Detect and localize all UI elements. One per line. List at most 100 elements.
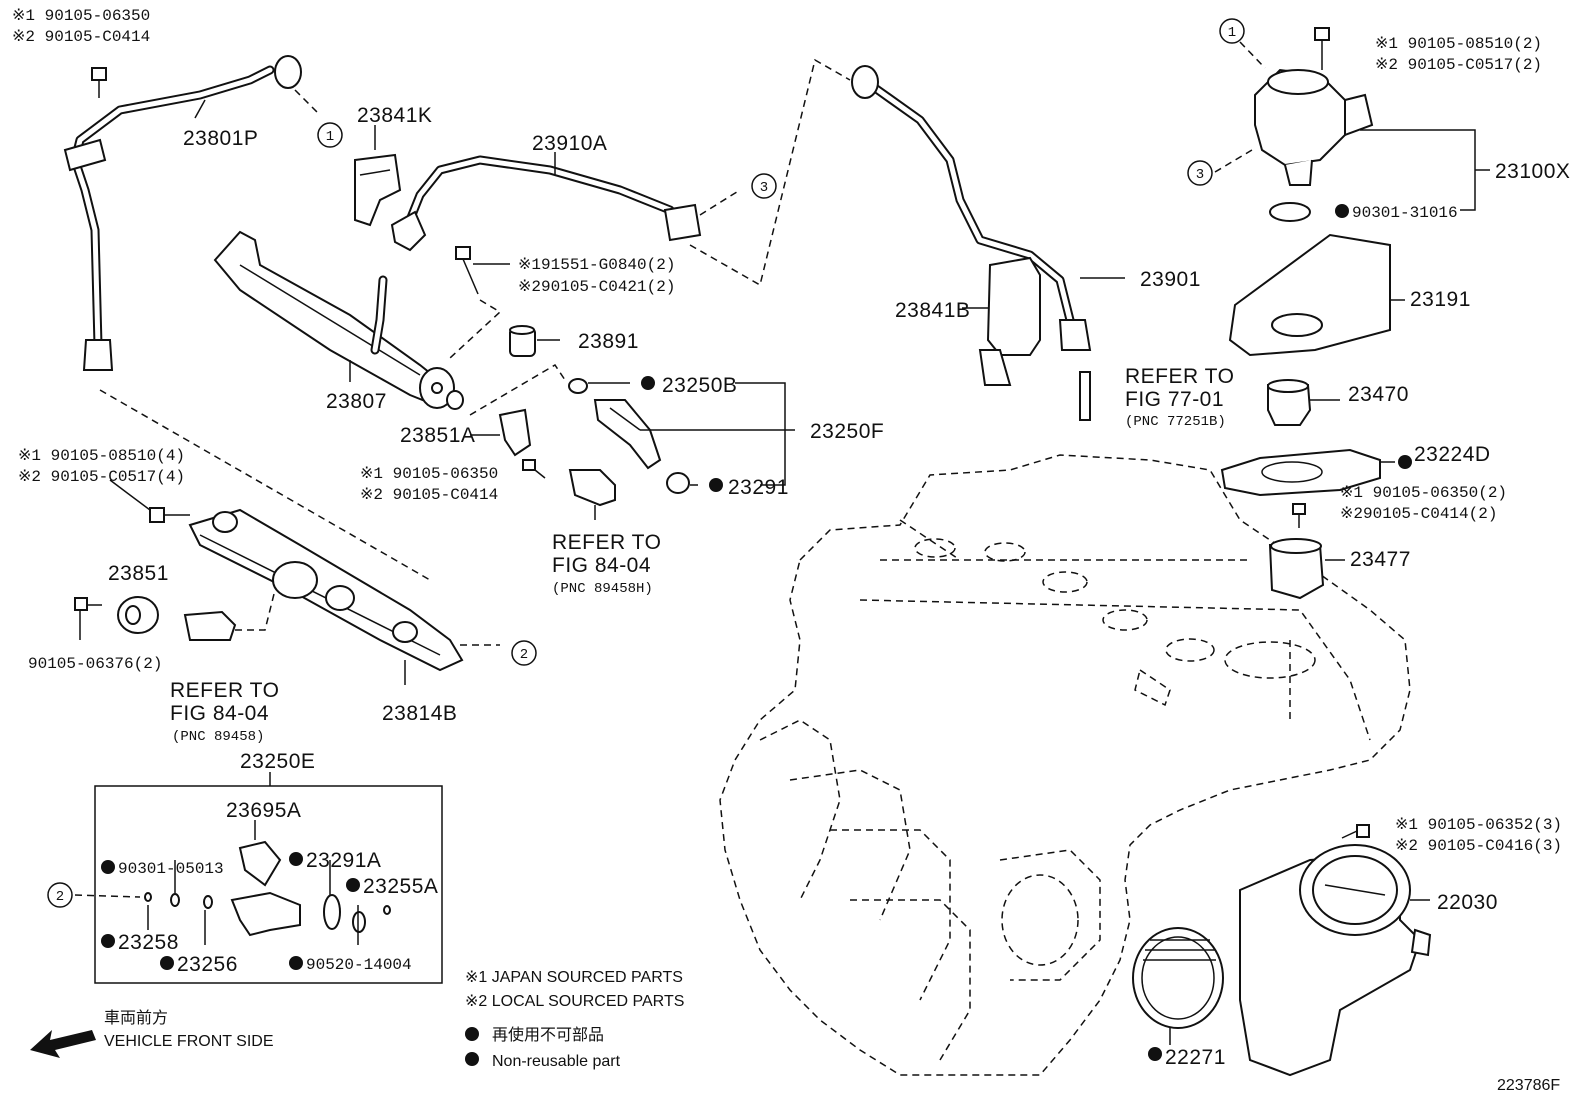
part-label-23224D: 23224D <box>1414 443 1491 466</box>
fastener-label: ※1 90105-08510(4) <box>18 447 185 465</box>
part-label-23891: 23891 <box>578 330 639 353</box>
part-label-23477: 23477 <box>1350 548 1411 571</box>
fastener-label: ※191551-G0840(2) <box>518 256 675 274</box>
sensor-23841B <box>978 256 1041 386</box>
fastener-label: ※290105-C0421(2) <box>518 278 675 296</box>
part-label-23841K: 23841K <box>357 104 432 127</box>
refer-label: FIG 84-04 <box>170 702 269 725</box>
refer-label: (PNC 89458) <box>172 729 264 745</box>
part-label-23851A: 23851A <box>400 424 475 447</box>
injector-23250F <box>568 378 690 494</box>
part-label-90520-14004: 90520-14004 <box>306 956 412 974</box>
hose-23910A <box>390 155 702 252</box>
callout-2-kit: 2 <box>47 882 73 908</box>
part-label-90301-05013: 90301-05013 <box>118 860 224 878</box>
bolt-throttle <box>1341 824 1370 839</box>
vehicle-front-arrow-icon <box>30 1030 96 1058</box>
part-label-22271: 22271 <box>1165 1046 1226 1069</box>
part-label-23256: 23256 <box>177 953 238 976</box>
part-label-23801P: 23801P <box>183 127 258 150</box>
bolt-right-middle <box>1292 503 1306 528</box>
fastener-label: ※1 90105-08510(2) <box>1375 35 1542 53</box>
fastener-label: ※2 90105-C0517(2) <box>1375 56 1542 74</box>
part-23851 <box>117 596 159 634</box>
fuel-pump-23100X <box>1254 68 1374 186</box>
gasket-22271 <box>1132 927 1224 1029</box>
legend-non-reusable-en: Non-reusable part <box>492 1053 621 1070</box>
bolt-center-lower <box>522 459 546 479</box>
fastener-label: ※2 90105-C0414 <box>12 28 150 46</box>
bracket-23851A <box>498 408 532 457</box>
refer-label: (PNC 77251B) <box>1125 414 1226 430</box>
bracket-23191 <box>1228 233 1391 357</box>
part-label-23841B: 23841B <box>895 299 970 322</box>
fuel-rail-23814B <box>188 508 464 672</box>
bolt-top-left <box>91 67 107 98</box>
part-label-23291A: 23291A <box>306 849 381 872</box>
callout-1-pump: 1 <box>1219 18 1245 44</box>
collar-23891 <box>509 325 536 357</box>
throttle-body-22030 <box>1239 844 1432 1077</box>
sensor-89458 <box>183 610 237 641</box>
part-label-90301-31016: 90301-31016 <box>1352 204 1458 222</box>
refer-label: REFER TO <box>552 531 661 554</box>
part-label-23910A: 23910A <box>532 132 607 155</box>
kit-box-23250E <box>94 785 443 984</box>
part-label-23250F: 23250F <box>810 420 884 443</box>
svg-text:1: 1 <box>1228 25 1236 41</box>
callout-3-left: 3 <box>751 173 777 199</box>
bolt-middle-left <box>149 507 190 523</box>
fastener-label: ※1 90105-06350(2) <box>1340 484 1507 502</box>
diagram-id: 223786F <box>1497 1077 1560 1094</box>
part-label-23901: 23901 <box>1140 268 1201 291</box>
part-label-23191: 23191 <box>1410 288 1471 311</box>
callout-1-left: 1 <box>317 122 343 148</box>
o-ring-90301-31016 <box>1269 202 1311 222</box>
part-label-23258: 23258 <box>118 931 179 954</box>
fastener-label: ※1 90105-06352(3) <box>1395 816 1562 834</box>
refer-label: REFER TO <box>1125 365 1234 388</box>
part-23470 <box>1267 379 1312 426</box>
refer-label: FIG 77-01 <box>1125 388 1224 411</box>
fastener-label: ※1 90105-06350 <box>12 7 150 25</box>
fastener-label: ※2 90105-C0517(4) <box>18 468 185 486</box>
part-23477 <box>1268 538 1325 600</box>
fastener-label: ※290105-C0414(2) <box>1340 505 1497 523</box>
bolt-23851 <box>74 597 102 611</box>
part-label-23470: 23470 <box>1348 383 1409 406</box>
gasket-23224D <box>1220 448 1381 497</box>
refer-label: REFER TO <box>170 679 279 702</box>
bolt-pump <box>1314 27 1330 70</box>
svg-text:3: 3 <box>760 180 768 196</box>
part-label-22030: 22030 <box>1437 891 1498 914</box>
part-label-23250E: 23250E <box>240 750 315 773</box>
svg-text:3: 3 <box>1196 167 1204 183</box>
legend-japan-sourced: ※1 JAPAN SOURCED PARTS <box>465 969 683 986</box>
callout-2-rail: 2 <box>511 640 537 666</box>
sensor-89458H <box>568 469 616 520</box>
fastener-label: ※2 90105-C0416(3) <box>1395 837 1562 855</box>
part-label-23250B: 23250B <box>662 374 737 397</box>
sensor-23841K <box>354 153 402 227</box>
legend-non-reusable-jp: 再使用不可部品 <box>492 1026 604 1044</box>
delivery-pipe-23807 <box>213 230 464 410</box>
svg-text:2: 2 <box>56 889 64 905</box>
part-label-23100X: 23100X <box>1495 160 1570 183</box>
bolt-center <box>455 246 479 295</box>
part-label-23851: 23851 <box>108 562 169 585</box>
part-label-23255A: 23255A <box>363 875 438 898</box>
svg-text:2: 2 <box>520 647 528 663</box>
refer-label: (PNC 89458H) <box>552 581 653 597</box>
fastener-label: ※2 90105-C0414 <box>360 486 498 504</box>
fastener-label: ※1 90105-06350 <box>360 465 498 483</box>
hose-23901 <box>851 65 1092 351</box>
legend-local-sourced: ※2 LOCAL SOURCED PARTS <box>465 993 684 1010</box>
part-label-23695A: 23695A <box>226 799 301 822</box>
part-label-90105-06376: 90105-06376(2) <box>28 655 162 673</box>
part-label-23291: 23291 <box>728 476 789 499</box>
pipe-77251B <box>1079 371 1091 421</box>
vehicle-front-jp: 車両前方 <box>104 1009 168 1027</box>
part-label-23807: 23807 <box>326 390 387 413</box>
part-label-23814B: 23814B <box>382 702 457 725</box>
